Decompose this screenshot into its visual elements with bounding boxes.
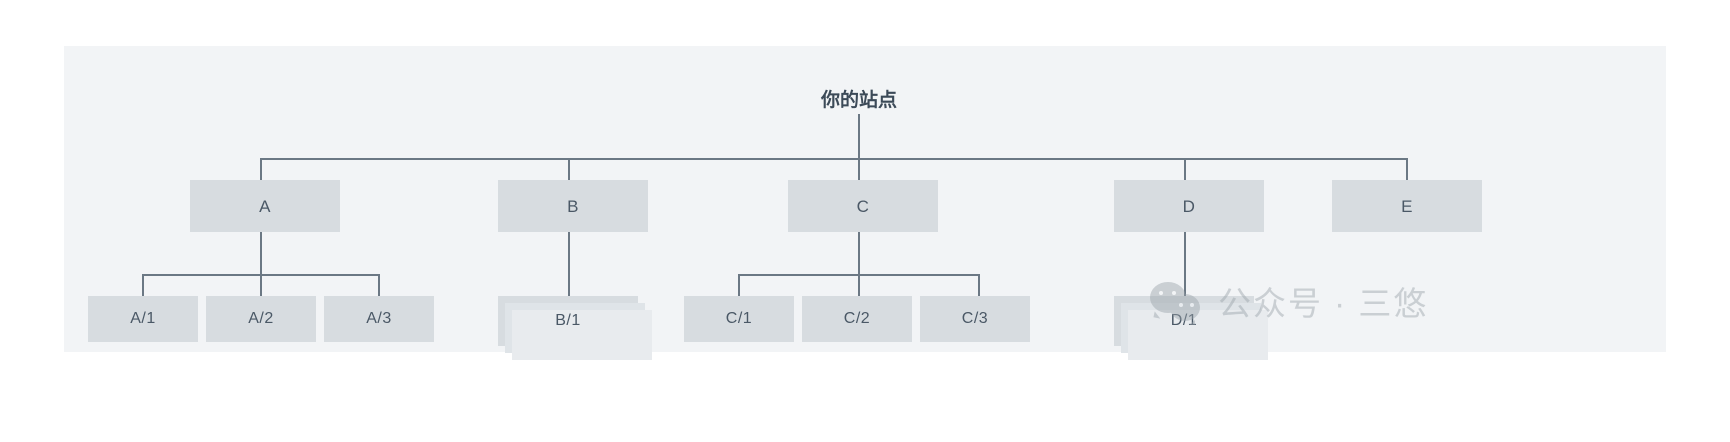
- node-c-3-label: C/3: [961, 310, 989, 327]
- node-a-2-label: A/2: [248, 310, 274, 327]
- node-c-1[interactable]: C/1: [684, 296, 794, 342]
- connector-drop-b: [568, 158, 570, 180]
- connector-drop-c: [858, 158, 860, 180]
- connector-drop-d: [1184, 158, 1186, 180]
- node-d-1-label: D/1: [1170, 312, 1198, 329]
- node-d[interactable]: D: [1114, 180, 1264, 232]
- node-a-label: A: [259, 196, 271, 216]
- connector-level1-bus: [260, 158, 1408, 160]
- connector-drop-a: [260, 158, 262, 180]
- node-c[interactable]: C: [788, 180, 938, 232]
- root-node-label: 你的站点: [820, 90, 898, 111]
- connector-root-stem: [858, 114, 860, 159]
- node-b-1[interactable]: B/1: [498, 296, 652, 360]
- node-d-1[interactable]: D/1: [1114, 296, 1268, 360]
- node-e-label: E: [1401, 196, 1413, 216]
- node-e[interactable]: E: [1332, 180, 1482, 232]
- sitemap-diagram-canvas: 你的站点 A B C D E: [64, 46, 1666, 360]
- node-c-1-label: C/1: [725, 310, 753, 327]
- node-d-label: D: [1182, 196, 1196, 216]
- node-a-1[interactable]: A/1: [88, 296, 198, 342]
- node-a-2[interactable]: A/2: [206, 296, 316, 342]
- connector-c-stem: [858, 232, 860, 274]
- connector-a-drop-1: [142, 274, 144, 296]
- node-a[interactable]: A: [190, 180, 340, 232]
- connector-drop-e: [1406, 158, 1408, 180]
- node-b[interactable]: B: [498, 180, 648, 232]
- node-a-3-label: A/3: [366, 310, 392, 327]
- node-c-3[interactable]: C/3: [920, 296, 1030, 342]
- connector-c-drop-1: [738, 274, 740, 296]
- node-c-2[interactable]: C/2: [802, 296, 912, 342]
- connector-c-drop-2: [858, 274, 860, 296]
- node-c-2-label: C/2: [843, 310, 871, 327]
- connector-a-stem: [260, 232, 262, 274]
- connector-d-stem: [1184, 232, 1186, 296]
- node-b-label: B: [567, 196, 579, 216]
- connector-c-drop-3: [978, 274, 980, 296]
- node-c-label: C: [856, 196, 870, 216]
- node-b-1-label: B/1: [555, 312, 581, 329]
- node-a-3[interactable]: A/3: [324, 296, 434, 342]
- connector-b-stem: [568, 232, 570, 296]
- connector-a-drop-3: [378, 274, 380, 296]
- node-a-1-label: A/1: [130, 310, 156, 327]
- connector-a-drop-2: [260, 274, 262, 296]
